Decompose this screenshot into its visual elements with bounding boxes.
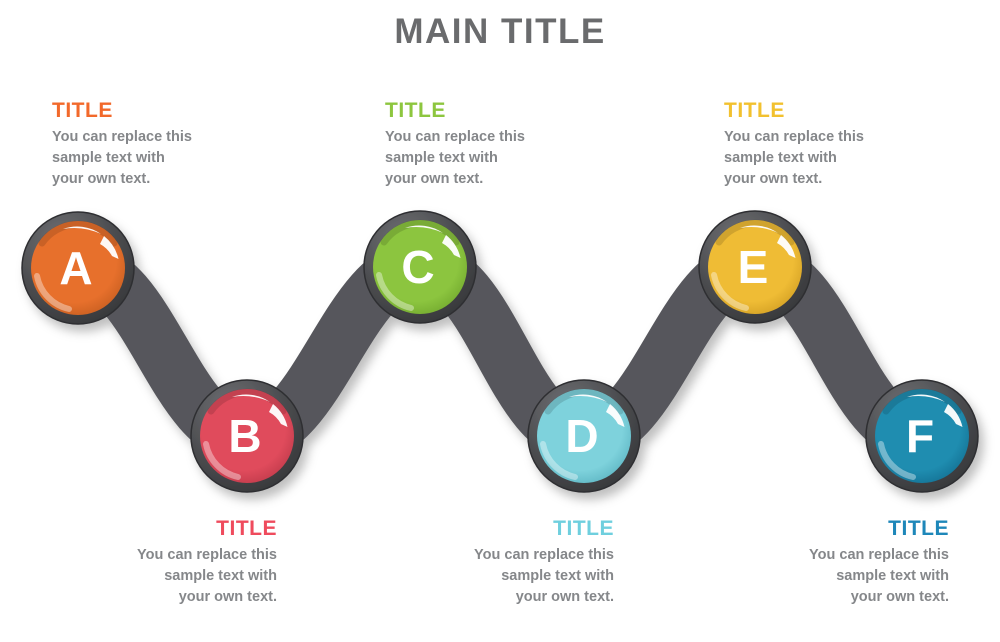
card-title: TITLE <box>385 99 446 122</box>
card-title: TITLE <box>52 99 113 122</box>
card-title: TITLE <box>553 517 614 540</box>
card-body-line: You can replace this <box>474 547 614 564</box>
card-body-line: sample text with <box>501 568 614 585</box>
card-d: TITLE You can replace this sample text w… <box>399 517 614 608</box>
node-sphere-e: E <box>708 219 802 314</box>
node-sphere-d: D <box>537 388 631 483</box>
card-f: TITLE You can replace this sample text w… <box>734 517 949 608</box>
node-sphere-b: B <box>200 388 294 483</box>
card-body-line: your own text. <box>178 589 277 606</box>
card-body-line: your own text. <box>850 589 949 606</box>
node-letter: E <box>738 241 769 293</box>
card-title: TITLE <box>724 99 785 122</box>
node-letter: A <box>59 242 92 294</box>
card-e: TITLE You can replace this sample text w… <box>724 99 939 190</box>
card-body-line: You can replace this <box>137 547 277 564</box>
card-c: TITLE You can replace this sample text w… <box>385 99 600 190</box>
card-body-line: sample text with <box>836 568 949 585</box>
card-body-line: your own text. <box>385 171 484 188</box>
card-body-line: sample text with <box>164 568 277 585</box>
card-body-line: You can replace this <box>724 129 864 146</box>
card-body-line: your own text. <box>724 171 823 188</box>
node-sphere-c: C <box>373 219 467 314</box>
card-title: TITLE <box>888 517 949 540</box>
node-letter: B <box>228 410 261 462</box>
card-body-line: your own text. <box>515 589 614 606</box>
node-sphere-a: A <box>31 220 125 315</box>
page-title: MAIN TITLE <box>394 12 606 51</box>
card-body-line: sample text with <box>52 150 165 167</box>
card-body-line: You can replace this <box>809 547 949 564</box>
node-letter: D <box>565 410 598 462</box>
node-letter: C <box>401 241 434 293</box>
node-sphere-f: F <box>875 388 969 483</box>
card-a: TITLE You can replace this sample text w… <box>52 99 267 190</box>
card-body-line: You can replace this <box>385 129 525 146</box>
card-body-line: sample text with <box>724 150 837 167</box>
node-letter: F <box>906 410 934 462</box>
card-b: TITLE You can replace this sample text w… <box>62 517 277 608</box>
card-body-line: sample text with <box>385 150 498 167</box>
card-body-line: You can replace this <box>52 129 192 146</box>
card-title: TITLE <box>216 517 277 540</box>
card-body-line: your own text. <box>52 171 151 188</box>
